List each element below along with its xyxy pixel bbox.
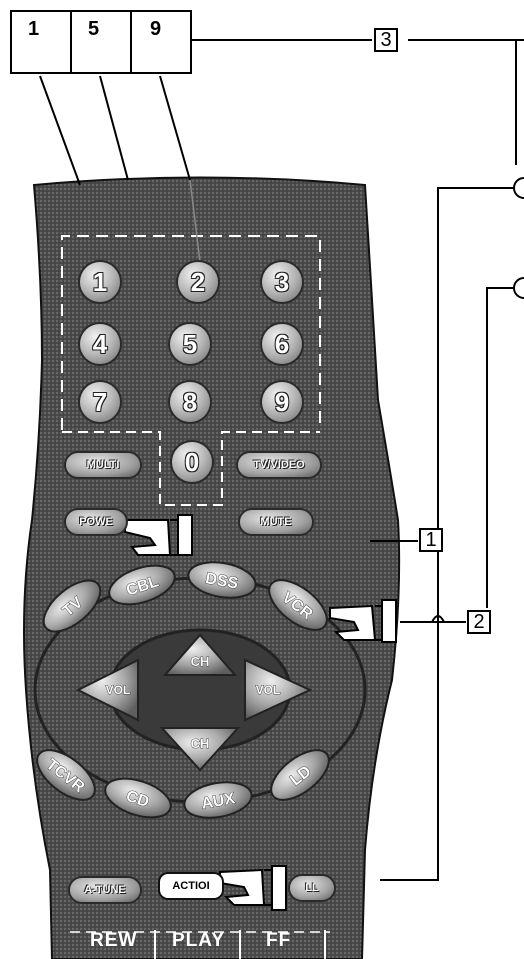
edge-circle-top (514, 178, 524, 198)
ff-label: FF (266, 930, 291, 952)
code-digit-9: 9 (150, 18, 161, 41)
code-digit-1: 1 (28, 18, 39, 41)
edge-circle-mid (514, 278, 524, 298)
tv-video-button[interactable]: TV/VIDEO (238, 453, 320, 477)
key-5[interactable]: 5 (170, 324, 210, 364)
key-3[interactable]: 3 (262, 262, 302, 302)
multi-button[interactable]: MULTI (66, 453, 140, 477)
hand-pointer-power (125, 515, 192, 555)
code-box-1 (10, 10, 72, 74)
callout-2: 2 (467, 610, 491, 634)
key-1[interactable]: 1 (80, 262, 120, 302)
code-box-5 (70, 10, 132, 74)
leader-line-5 (100, 76, 128, 180)
a-tune-button[interactable]: A-TUNE (70, 878, 140, 902)
action-button[interactable]: ACTIOI (160, 874, 222, 898)
leader-line-9 (160, 76, 190, 180)
vol-right-label: VOL (256, 683, 281, 697)
mute-button[interactable]: MUTE (240, 510, 312, 534)
callout-1: 1 (419, 528, 443, 552)
key-6[interactable]: 6 (262, 324, 302, 364)
key-8[interactable]: 8 (170, 382, 210, 422)
code-digit-5: 5 (88, 18, 99, 41)
callout-3: 3 (374, 28, 398, 52)
key-2[interactable]: 2 (178, 262, 218, 302)
callout-1-line (380, 188, 524, 880)
rew-label: REW (90, 930, 137, 952)
vol-left-label: VOL (106, 683, 131, 697)
ch-up-label: CH (191, 654, 210, 669)
key-0[interactable]: 0 (172, 442, 212, 482)
key-7[interactable]: 7 (80, 382, 120, 422)
key-9[interactable]: 9 (262, 382, 302, 422)
power-button[interactable]: POWE (66, 510, 126, 534)
ch-down-label: CH (191, 736, 210, 751)
all-button[interactable]: LL (290, 876, 334, 900)
leader-line-1 (40, 76, 80, 185)
play-label: PLAY (172, 930, 225, 952)
callout-2-line (487, 288, 524, 608)
key-4[interactable]: 4 (80, 324, 120, 364)
